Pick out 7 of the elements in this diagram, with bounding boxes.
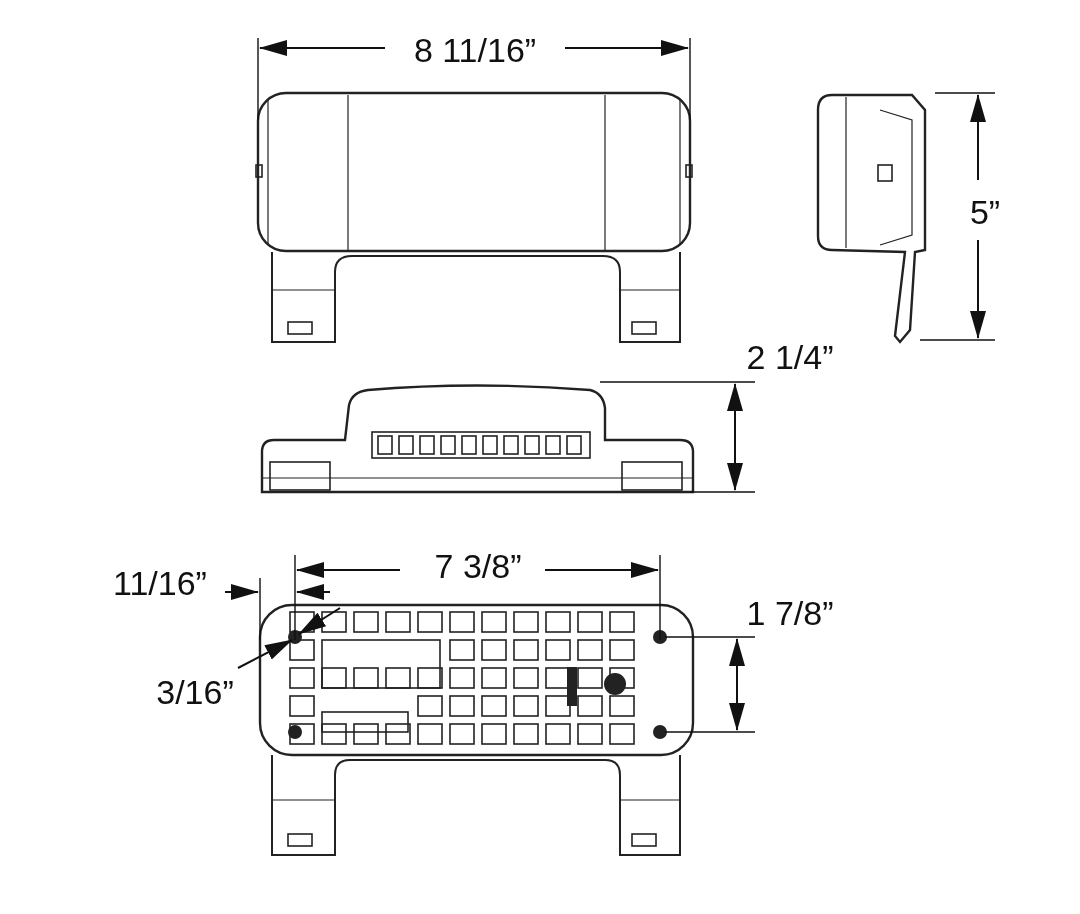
dimension-value: 8 11/16”	[413, 33, 537, 67]
dimension-value: 1 7/8”	[746, 596, 834, 630]
dimension-value: 7 3/8”	[434, 549, 522, 583]
dimension-value: 5”	[969, 195, 1001, 229]
dimension-value: 11/16”	[113, 566, 207, 600]
dimension-value: 2 1/4”	[746, 340, 834, 374]
dimension-value: 3/16”	[156, 675, 234, 709]
